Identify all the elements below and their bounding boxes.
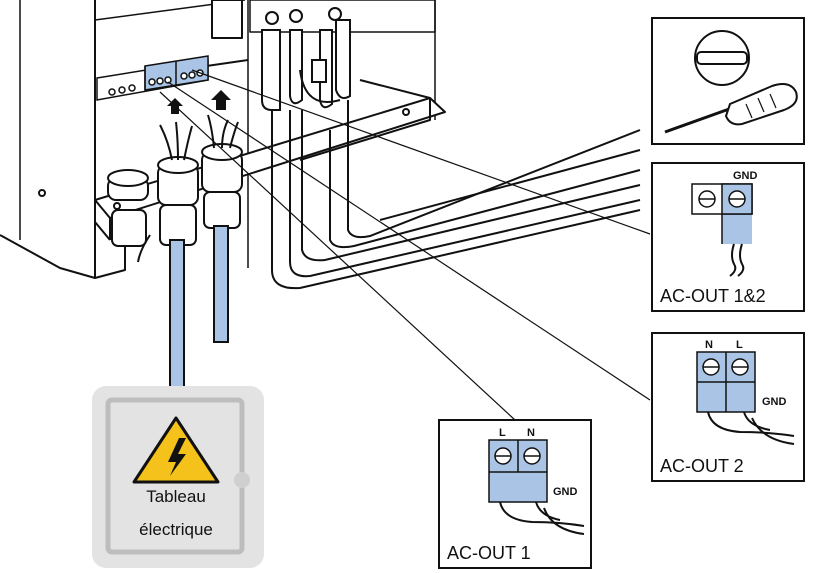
screwdriver-callout [651,17,805,145]
ac-out-2-label: AC-OUT 2 [660,456,744,476]
high-voltage-warning-icon [132,416,220,484]
electrical-panel: Tableau électrique [92,386,264,568]
ac-out-2-n-label: N [705,339,713,351]
panel-label-line1: Tableau [146,487,206,506]
ac-out-1-callout: L N GND AC-OUT 1 [438,419,592,569]
conduit-tubes [271,100,641,290]
screwdriver-icon [664,83,798,134]
panel-label-line2: électrique [139,520,213,539]
ac-out-12-gnd-label: GND [733,170,758,182]
ac-out-2-callout: N L GND AC-OUT 2 [651,332,805,482]
wires-inside [137,114,239,263]
leader-lines [159,69,651,421]
terminal-strip [96,55,209,101]
ac-out-2-gnd-label: GND [762,396,787,408]
ac-out-12-callout: GND AC-OUT 1&2 [651,162,805,312]
ac-out-12-label: AC-OUT 1&2 [660,286,766,306]
ac-out-1-label: AC-OUT 1 [447,543,531,563]
ac-out-1-l-label: L [499,427,506,439]
cable-glands [107,143,243,247]
cables-to-panel [169,225,229,389]
ac-out-1-gnd-label: GND [553,486,578,498]
screw-slot-icon [694,30,750,86]
busbar-lugs [261,7,351,111]
ac-out-2-l-label: L [736,339,743,351]
ac-out-1-n-label: N [527,427,535,439]
